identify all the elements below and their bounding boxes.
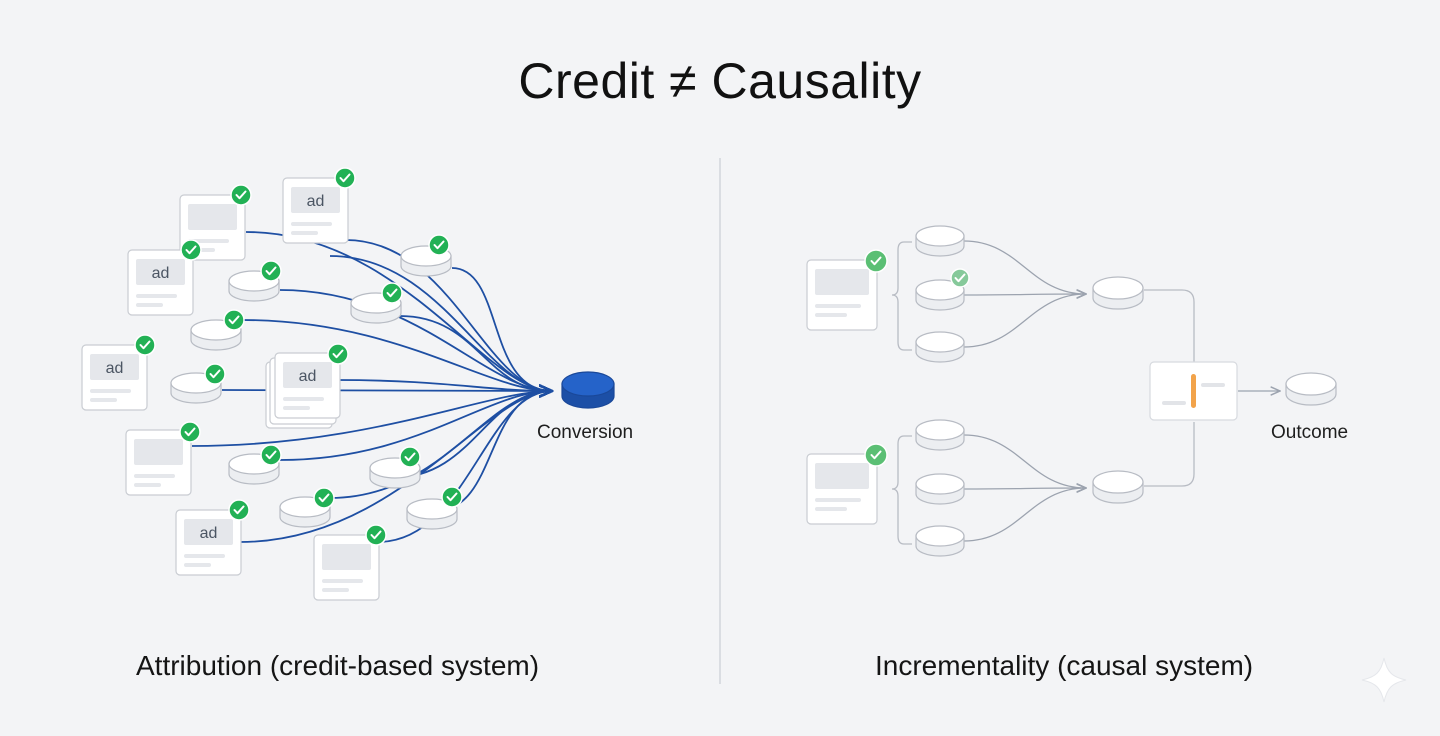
causal-line (963, 240, 1086, 294)
causal-line (963, 294, 1086, 348)
sparkle-icon (1361, 657, 1407, 703)
check-icon (381, 282, 403, 304)
database-node-icon (915, 225, 965, 257)
check-icon (334, 167, 356, 189)
outcome-node-icon (1285, 372, 1337, 406)
ad-card-icon: ad (274, 352, 341, 419)
merge-node-icon (1092, 470, 1144, 504)
ad-card-text: ad (299, 368, 317, 385)
split-test-icon (1149, 361, 1238, 421)
attribution-caption: Attribution (credit-based system) (136, 650, 540, 681)
variant-card-icon (806, 259, 878, 331)
check-icon (950, 268, 970, 288)
merge-node-icon (1092, 276, 1144, 310)
ad-card-icon: ad (282, 177, 349, 244)
causal-lines (891, 240, 1280, 545)
outcome-label: Outcome (1271, 422, 1349, 443)
ad-card-icon (125, 429, 192, 496)
ad-card-icon: ad (81, 344, 148, 411)
check-icon (441, 486, 463, 508)
check-icon (428, 234, 450, 256)
check-icon (327, 343, 349, 365)
ad-card-text: ad (307, 193, 325, 210)
attribution-line (399, 315, 552, 391)
check-icon (864, 443, 888, 467)
ad-card-text: ad (106, 360, 124, 377)
check-icon (204, 363, 226, 385)
check-icon (179, 421, 201, 443)
check-icon (365, 524, 387, 546)
ad-card-icon (313, 534, 380, 601)
check-icon (228, 499, 250, 521)
check-icon (180, 239, 202, 261)
group-bracket (891, 241, 912, 351)
test-marker (1191, 374, 1196, 408)
attribution-line (377, 391, 552, 543)
database-node-icon (915, 525, 965, 557)
ad-card-text: ad (152, 265, 170, 282)
attribution-line (329, 255, 552, 391)
database-node-icon (915, 331, 965, 363)
causal-line (963, 434, 1086, 488)
causal-nodes (806, 225, 1337, 557)
causal-line (963, 488, 1086, 489)
connector-line (1144, 422, 1195, 487)
check-icon (223, 309, 245, 331)
attribution-line (191, 391, 552, 447)
check-icon (399, 446, 421, 468)
database-node-icon (915, 473, 965, 505)
check-icon (134, 334, 156, 356)
check-icon (230, 184, 252, 206)
check-icon (864, 249, 888, 273)
attribution-line (335, 379, 552, 391)
attribution-line (451, 267, 552, 391)
conversion-label: Conversion (537, 422, 634, 443)
causal-line (963, 488, 1086, 542)
database-node-icon (915, 419, 965, 451)
database-node-icon (170, 372, 222, 404)
check-icon (260, 444, 282, 466)
conversion-node (561, 371, 615, 409)
attribution-line (239, 391, 552, 543)
database-node-icon (369, 457, 421, 489)
check-icon (313, 487, 335, 509)
incrementality-caption: Incrementality (causal system) (875, 650, 1254, 681)
ad-card-icon: ad (175, 509, 242, 576)
causal-line (963, 294, 1086, 295)
attribution-line (279, 391, 552, 461)
attribution-line (241, 319, 552, 391)
check-icon (260, 260, 282, 282)
database-node-icon (915, 279, 965, 311)
attribution-touchpoints: ad ad ad ad ad (81, 167, 463, 601)
connector-line (1144, 289, 1195, 362)
conversion-database-icon (561, 371, 615, 409)
page-title: Credit ≠ Causality (518, 53, 922, 109)
ad-card-icon: ad (127, 249, 194, 316)
ad-card-text: ad (200, 525, 218, 542)
group-bracket (891, 435, 912, 545)
variant-card-icon (806, 453, 878, 525)
attribution-line (329, 391, 552, 499)
